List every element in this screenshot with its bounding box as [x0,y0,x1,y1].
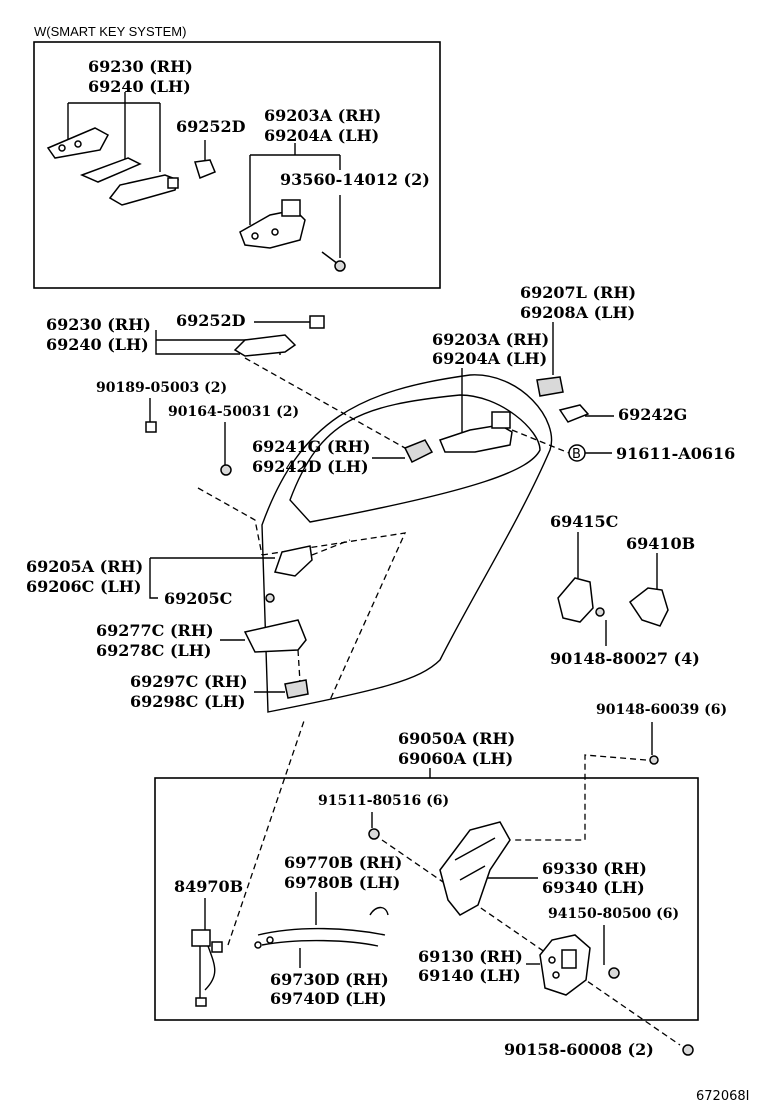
leader-69205a [149,557,275,599]
outside-handle-sk [79,157,142,183]
label-91511: 91511-80516 (6) [318,793,449,809]
screw-94150 [608,967,620,979]
striker-69410b [628,587,669,627]
label-69208a-lh: 69208A (LH) [520,303,635,322]
pad-69241g [403,439,434,464]
cap-69205c [265,593,275,603]
main-section: 69207L (RH) 69208A (LH) 69230 (RH) 69240… [26,283,735,946]
outside-handle-69230 [233,315,325,357]
label-69240-lh: 69240 (LH) [88,77,191,96]
label-90164: 90164-50031 (2) [168,404,299,420]
label-69060a-lh: 69060A (LH) [398,749,513,768]
label-69730d-rh: 69730D (RH) [270,970,389,989]
smart-key-title: W(SMART KEY SYSTEM) [34,24,186,39]
label-69242d-lh: 69242D (LH) [252,457,369,476]
label-69770b-rh: 69770B (RH) [284,853,402,872]
cables-69770b [254,906,389,949]
catalog-id: 672068I [696,1089,749,1104]
label-69205c: 69205C [164,589,232,608]
label-69050a-rh: 69050A (RH) [398,729,515,748]
label-84970b: 84970B [174,877,243,896]
label-94150: 94150-80500 (6) [548,906,679,922]
handle-frame-69203a [438,411,513,453]
label-69242g: 69242G [618,405,687,424]
dash-frame-to-b [511,429,570,454]
smart-key-section: W(SMART KEY SYSTEM) 69230 (RH) 69240 (LH… [33,24,441,289]
dash-clip-path [197,487,263,556]
label-90189: 90189-05003 (2) [96,380,227,396]
bezel-69277c [243,619,307,653]
screw-90164 [220,464,232,476]
label-90158: 90158-60008 (2) [504,1040,654,1059]
label-69330-rh: 69330 (RH) [542,859,647,878]
label-69278c-lh: 69278C (LH) [96,641,211,660]
label-69740d-lh: 69740D (LH) [270,989,387,1008]
leader-69230 [155,321,310,355]
door-lock-69130 [539,934,591,996]
leader-striker [577,532,658,590]
dash-inside-handle [311,539,351,556]
label-90148-80027: 90148-80027 (4) [550,649,700,668]
label-69230-rh: 69230 (RH) [46,315,151,334]
leader-69230-sk [67,92,161,172]
label-69240-lh: 69240 (LH) [46,335,149,354]
label-69410b: 69410B [626,534,695,553]
label-69204a-lh: 69204A (LH) [432,349,547,368]
screw-90158 [682,1044,694,1056]
footer-section: 90158-60008 (2) 672068I [504,1040,749,1104]
outside-handle-grip-sk [108,174,179,206]
label-69780b-lh: 69780B (LH) [284,873,400,892]
label-69204a-lh: 69204A (LH) [264,126,379,145]
label-69203a-rh: 69203A (RH) [432,330,549,349]
marker-b-text: B [572,447,581,462]
label-69252d: 69252D [176,311,246,330]
label-69252d: 69252D [176,117,246,136]
label-69297c-rh: 69297C (RH) [130,672,248,691]
smart-key-box-frame [33,41,441,289]
label-69241g-rh: 69241G (RH) [252,437,370,456]
harness-84970b [191,929,223,1007]
dash-bezel [297,649,301,683]
label-69277c-rh: 69277C (RH) [96,621,214,640]
label-69205a-rh: 69205A (RH) [26,557,143,576]
leader-69203a-sk [249,143,341,225]
label-69207l-rh: 69207L (RH) [520,283,636,302]
lock-box-frame [154,777,699,1021]
screw-90148-60039 [649,755,659,765]
label-69203a-rh: 69203A (RH) [264,106,381,125]
outside-handle-frame-sk [46,127,110,159]
handle-frame-69203a-sk [239,199,306,249]
pad-69242g [558,404,590,423]
label-69130-rh: 69130 (RH) [418,947,523,966]
label-93560: 93560-14012 (2) [280,170,430,189]
label-90148-60039: 90148-60039 (6) [596,702,727,718]
screw-90148-80027 [595,607,605,617]
label-69140-lh: 69140 (LH) [418,966,521,985]
dash-screw-to-lock [515,754,647,841]
label-69230-rh: 69230 (RH) [88,57,193,76]
label-91611: 91611-A0616 [616,444,735,463]
label-69206c-lh: 69206C (LH) [26,577,141,596]
bushing-91511 [368,828,380,840]
label-69340-lh: 69340 (LH) [542,878,645,897]
cap-69297c [284,679,309,699]
cover-69415c [557,577,594,623]
inside-handle-69205a [274,545,313,577]
clip-69252d-sk [194,159,216,179]
label-69298c-lh: 69298C (LH) [130,692,245,711]
dash-handle-to-door [244,357,406,449]
dash-lock-diagonal [381,839,681,1046]
lock-control-69330 [439,821,511,916]
label-69415c: 69415C [550,512,618,531]
door-panel-outline [261,374,553,713]
dash-cable-up [227,717,306,946]
bolt-93560-sk [321,251,346,272]
lock-section: 69050A (RH) 69060A (LH) 91511-80516 (6) … [154,729,699,1046]
cap-69207l [536,376,564,397]
clip-90189 [145,421,157,433]
